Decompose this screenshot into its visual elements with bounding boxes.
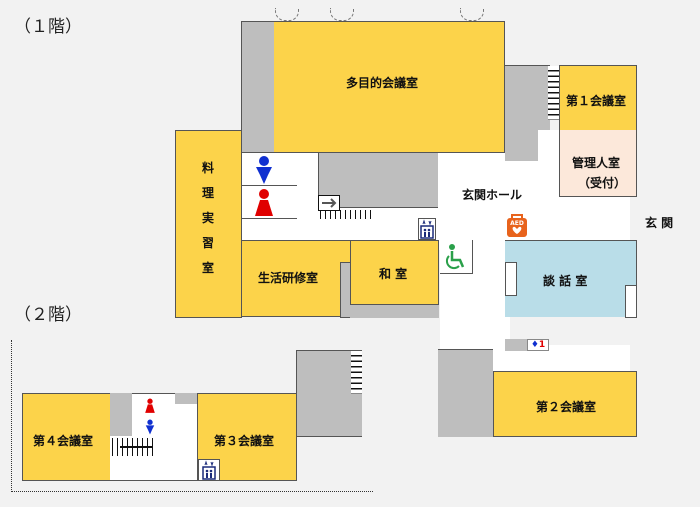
char: 料 [201, 161, 214, 175]
service-block [438, 349, 493, 437]
stairs-icon [548, 66, 560, 120]
service-block [505, 339, 528, 351]
female-toilet-icon [145, 398, 155, 413]
room-label-vertical: 料 理 実 習 室 [201, 156, 215, 281]
female-toilet-icon [255, 189, 273, 216]
room-sublabel: （受付） [578, 176, 627, 190]
aed[interactable]: AED [505, 212, 529, 238]
room-japanese[interactable]: 和 室 [350, 240, 439, 305]
char: 習 [201, 236, 214, 250]
room-label: 和 室 [379, 267, 408, 281]
room-meeting-2[interactable]: 第２会議室 [493, 371, 637, 437]
corridor [538, 130, 560, 200]
stairs-icon [318, 195, 340, 211]
wheelchair-icon [445, 244, 465, 270]
stairs-icon [351, 351, 362, 394]
service-block [110, 393, 132, 436]
stair-rail [120, 446, 153, 448]
stair-steps [320, 210, 375, 219]
elevator-icon [202, 460, 216, 480]
room-label: 多目的会議室 [346, 76, 419, 90]
wall-block [340, 262, 351, 318]
room-meeting-3[interactable]: 第３会議室 [197, 393, 297, 481]
wall-block [505, 262, 517, 296]
room-label: 生活研修室 [258, 271, 319, 285]
room-cooking[interactable]: 料 理 実 習 室 [175, 130, 242, 318]
door [460, 8, 484, 21]
toilet-sign-icon: ♦ [530, 340, 539, 350]
room-life-training[interactable]: 生活研修室 [241, 240, 351, 317]
room-multipurpose[interactable]: 多目的会議室 [274, 21, 505, 153]
elevator[interactable] [418, 218, 436, 240]
accessible-toilet [440, 240, 473, 274]
room-label: 第２会議室 [536, 400, 597, 414]
floor-2-label: （２階） [14, 305, 82, 325]
room-label: 第１会議室 [566, 94, 627, 108]
toilet-female [242, 186, 297, 219]
char: 理 [201, 186, 214, 200]
male-toilet-icon [145, 419, 155, 435]
floor-2-boundary [11, 340, 373, 492]
entrance-vestibule [555, 195, 630, 240]
room-label: 第３会議室 [214, 434, 275, 448]
room-label: 談 話 室 [543, 274, 588, 288]
room-manager[interactable]: 管理人室 （受付） [559, 130, 637, 197]
toilet-male [242, 153, 297, 186]
wall-block [625, 285, 637, 318]
room-meeting-4[interactable]: 第４会議室 [22, 393, 111, 481]
elevator[interactable] [198, 459, 220, 481]
char: 実 [201, 211, 214, 225]
toilet-sign: ♦1 [527, 339, 549, 351]
wall-block [350, 305, 439, 318]
aed-icon: AED [507, 214, 527, 237]
entrance-hall-label: 玄関ホール [462, 188, 523, 202]
floor-1-label: （１階） [14, 17, 82, 37]
elevator-icon [420, 219, 434, 239]
room-label: 第４会議室 [33, 434, 94, 448]
room-label: 管理人室 [572, 156, 621, 170]
entrance-label: 玄 関 [645, 216, 674, 230]
storage-strip [241, 21, 275, 153]
char: 室 [201, 261, 214, 275]
male-toilet-icon [256, 156, 272, 184]
door [275, 8, 299, 21]
room-meeting-1[interactable]: 第１会議室 [559, 65, 637, 131]
svg-text:AED: AED [510, 220, 524, 227]
toilet-sign-number: 1 [538, 340, 546, 350]
door [330, 8, 354, 21]
room-lounge[interactable]: 談 話 室 [505, 240, 637, 317]
service-block [175, 393, 197, 404]
